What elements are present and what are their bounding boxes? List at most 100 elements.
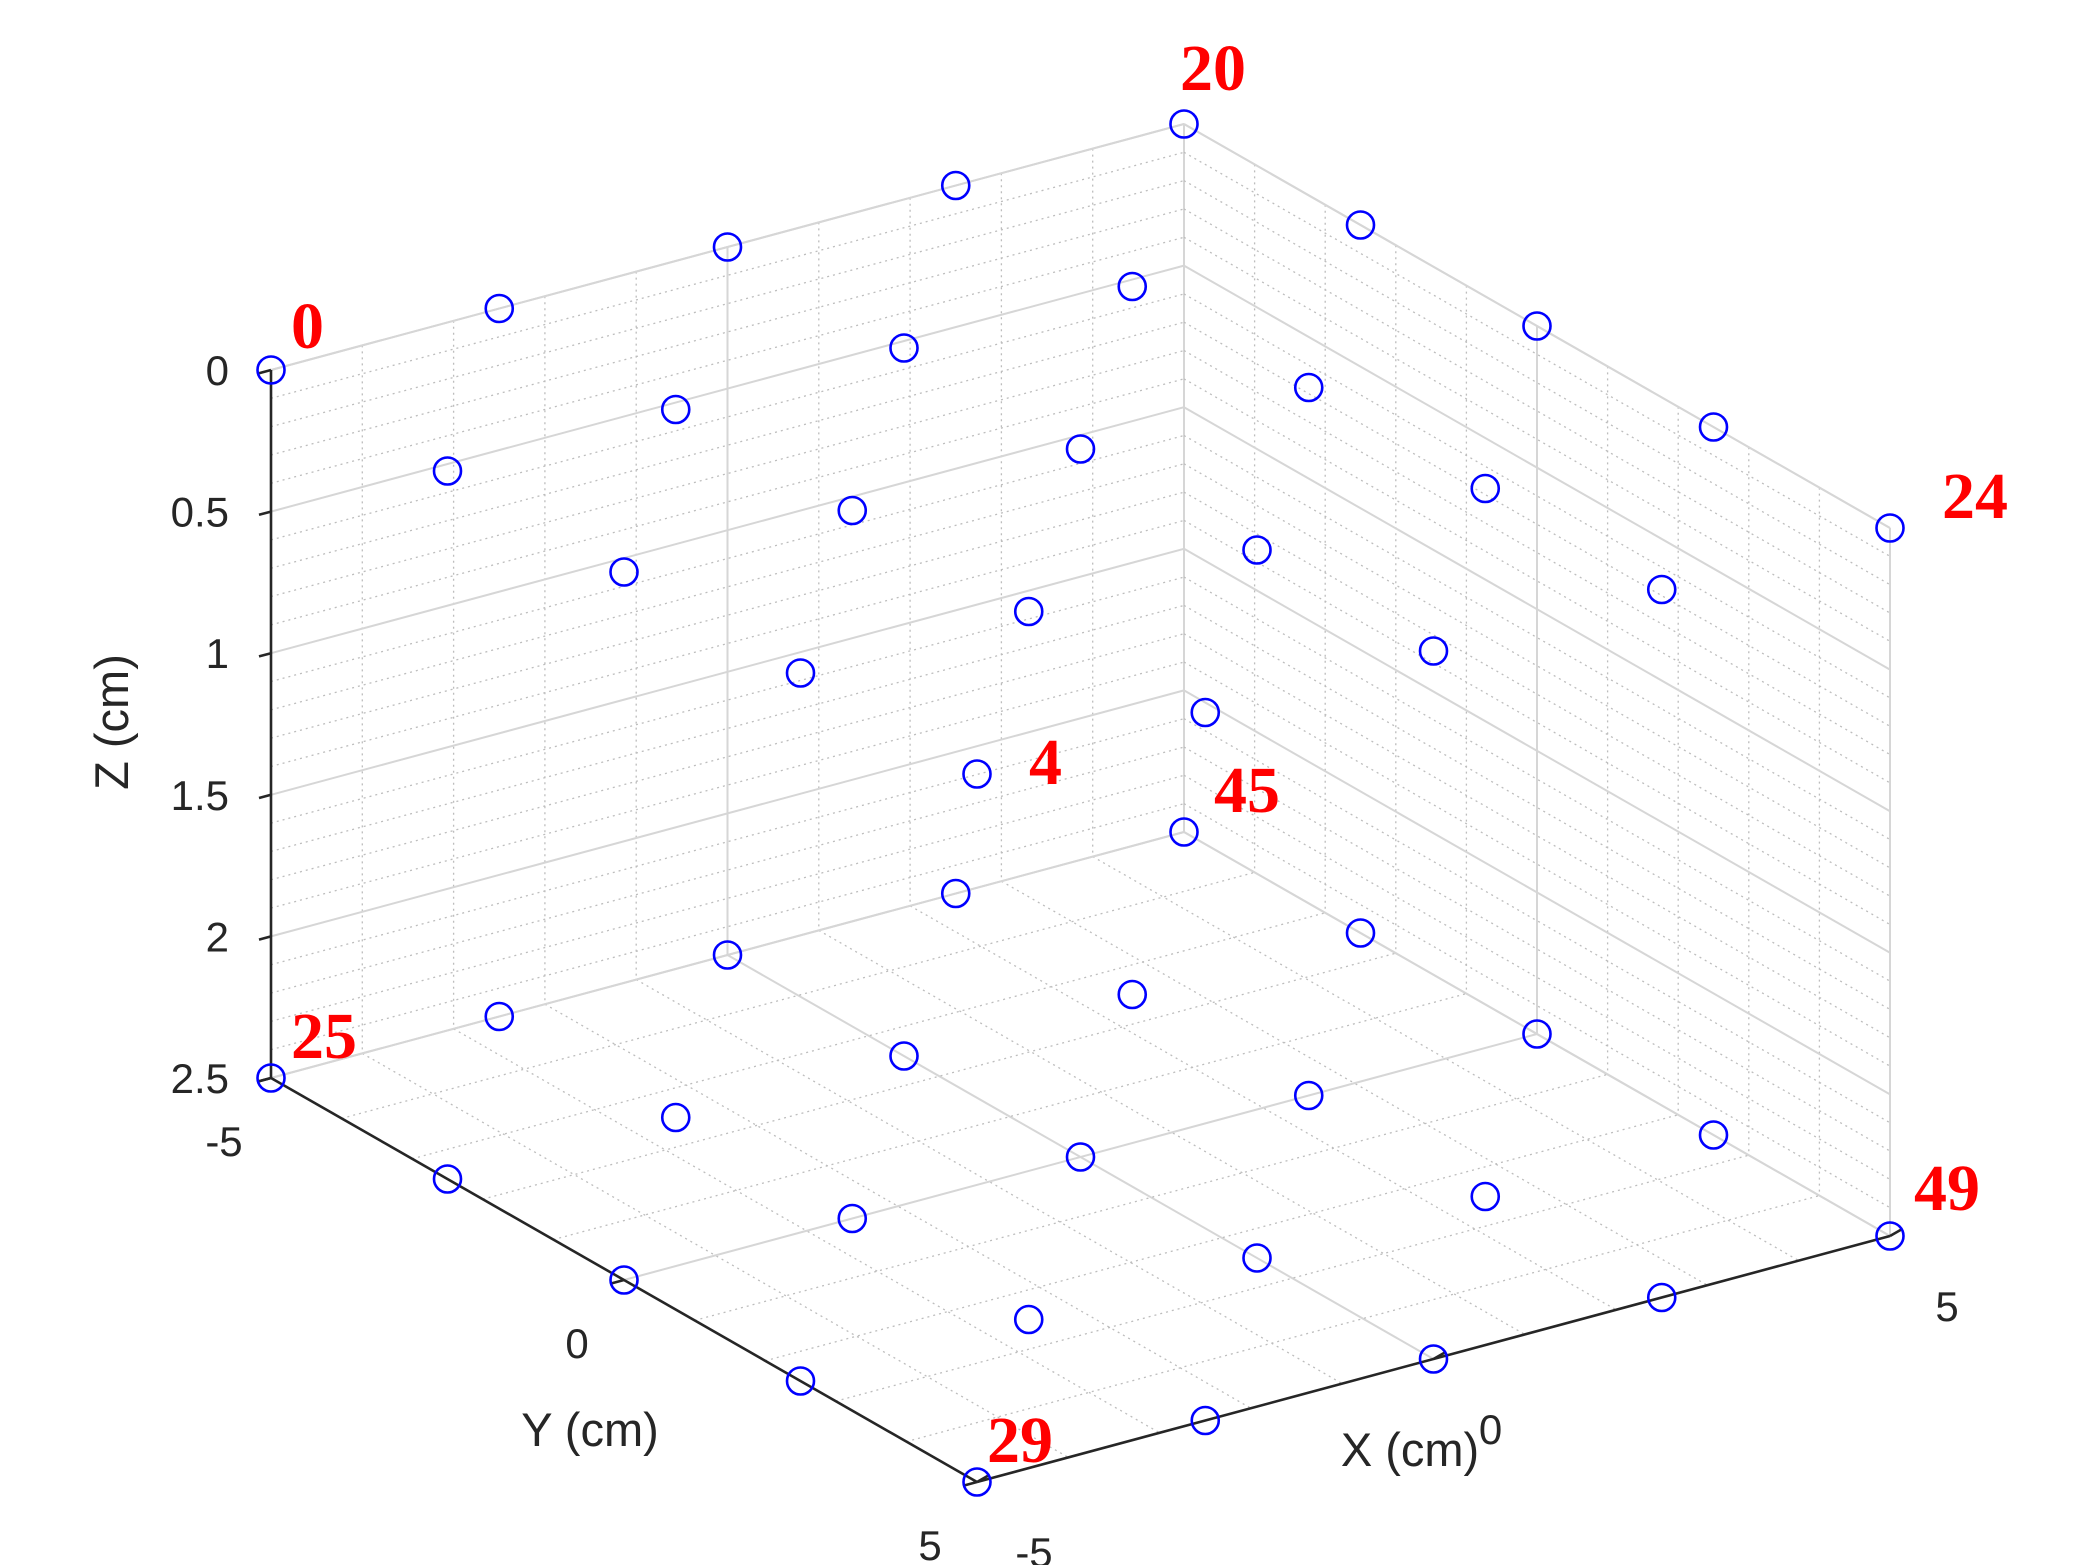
grid-line <box>270 434 1185 683</box>
data-point <box>1470 1181 1501 1212</box>
data-point <box>1522 311 1552 341</box>
z-tick-label: 0.5 <box>171 489 229 536</box>
y-tick-label: 0 <box>565 1320 588 1367</box>
y-tick-label: 5 <box>918 1522 941 1565</box>
data-point <box>609 1265 639 1295</box>
grid-line <box>694 1073 1608 1322</box>
grid-line <box>270 718 1185 966</box>
data-point <box>1470 473 1501 504</box>
data-point <box>1190 1405 1221 1436</box>
point-index-label: 0 <box>291 290 324 363</box>
box-edge <box>1183 123 1891 529</box>
grid-line <box>270 236 1185 484</box>
grid-line <box>270 321 1185 569</box>
data-point <box>1418 1344 1449 1374</box>
grid-line <box>270 406 1185 655</box>
point-index-label: 29 <box>987 1404 1053 1477</box>
data-point <box>432 1164 463 1194</box>
point-index-label: 20 <box>1180 32 1246 105</box>
data-point <box>1418 636 1449 666</box>
grid-line <box>270 689 1185 938</box>
data-point <box>1522 1019 1552 1049</box>
grid-line <box>341 871 1255 1120</box>
point-index-label: 25 <box>291 1000 357 1073</box>
point-index-label: 45 <box>1214 754 1280 827</box>
grid-line <box>482 952 1396 1200</box>
tick-label-layer: 00.511.522.5-505-505 <box>171 347 1959 1565</box>
data-point <box>1169 109 1199 139</box>
data-point <box>1646 1282 1677 1313</box>
z-tick-label: 1 <box>206 630 229 677</box>
grid-line <box>270 831 1185 1079</box>
data-point <box>785 1366 816 1396</box>
point-index-label: 49 <box>1914 1152 1980 1225</box>
x-tick-label: 0 <box>1479 1406 1502 1453</box>
grid-line <box>1183 264 1891 671</box>
grid-line <box>270 547 1185 796</box>
grid-line <box>270 519 1185 768</box>
grid-line <box>1183 689 1891 1096</box>
data-point <box>1242 1243 1272 1273</box>
grid-line <box>270 151 1185 399</box>
data-point <box>1875 1221 1905 1251</box>
grid-line <box>270 491 1185 739</box>
z-axis-label: Z (cm) <box>85 654 138 790</box>
point-index-label: 4 <box>1029 726 1062 799</box>
z-tick-mark <box>258 793 272 800</box>
z-tick-label: 0 <box>206 347 229 394</box>
x-tick-label: -5 <box>1015 1529 1052 1565</box>
z-tick-label: 2 <box>206 913 229 960</box>
data-point <box>785 658 816 688</box>
data-point <box>1117 271 1148 302</box>
z-tick-mark <box>258 510 272 517</box>
data-point <box>940 170 971 201</box>
x-axis-label: X (cm) <box>1341 1423 1479 1476</box>
data-point <box>1013 1304 1044 1335</box>
y-tick-mark <box>611 1278 625 1285</box>
data-point <box>1169 817 1199 847</box>
grid-line <box>1183 406 1891 813</box>
data-point <box>1345 210 1376 240</box>
data-point <box>889 333 919 363</box>
x-tick-mark <box>1432 1350 1447 1361</box>
data-point <box>1698 1120 1729 1150</box>
x-tick-mark <box>1889 1227 1903 1238</box>
grid-line <box>1183 547 1891 954</box>
grid-line <box>270 180 1185 428</box>
z-tick-mark <box>258 368 272 375</box>
data-point <box>256 1063 286 1093</box>
data-point <box>484 293 515 324</box>
y-tick-mark <box>258 1076 272 1083</box>
grid-line <box>270 661 1185 909</box>
data-point <box>1065 434 1096 464</box>
data-point <box>609 557 639 587</box>
data-point <box>1065 1142 1096 1172</box>
grid-line <box>270 774 1185 1022</box>
grid-line <box>270 633 1185 881</box>
data-point <box>1698 412 1729 442</box>
grid-line <box>270 293 1185 541</box>
data-point <box>889 1041 919 1071</box>
grid-line <box>623 1033 1538 1281</box>
data-point <box>432 456 463 486</box>
point-layer <box>256 109 1905 1497</box>
axis-layer <box>258 368 1903 1487</box>
y-tick-label: -5 <box>205 1118 242 1165</box>
data-point <box>962 1467 992 1497</box>
grid-line <box>270 208 1185 456</box>
data-point <box>712 940 743 970</box>
grid-line <box>835 1154 1749 1402</box>
data-point <box>660 1102 691 1133</box>
x-tick-mark <box>976 1473 990 1484</box>
grid-line <box>270 463 1185 711</box>
grid-line <box>270 576 1185 824</box>
z-tick-label: 2.5 <box>171 1055 229 1102</box>
z-tick-label: 1.5 <box>171 772 229 819</box>
y-tick-mark <box>964 1480 978 1487</box>
y-axis-label: Y (cm) <box>521 1403 659 1456</box>
data-point <box>712 232 743 262</box>
box-edge <box>270 123 1185 371</box>
data-point <box>1117 979 1148 1010</box>
